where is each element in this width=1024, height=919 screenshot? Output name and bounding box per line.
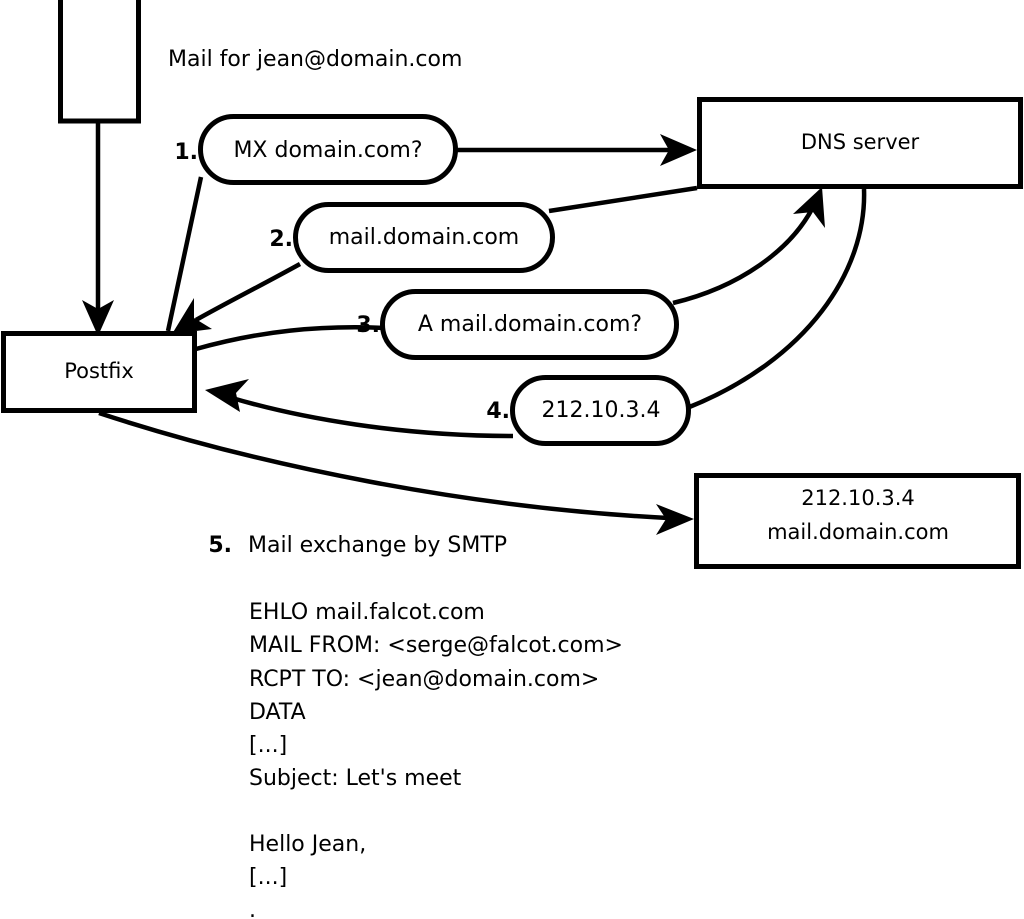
step-5-number: 5. [208,533,232,558]
step-4-number: 4. [486,399,510,424]
sender-node[interactable] [58,0,141,124]
connector-step4-dns-to-bubble4 [686,188,867,411]
connector-step3-postfix-to-bubble3 [195,325,387,352]
mail-server-hostname: mail.domain.com [767,520,949,544]
connector-step3-bubble3-to-dns [672,187,825,306]
smtp-line: Subject: Let's meet [249,766,462,791]
connector-step4-bubble4-to-postfix [205,379,514,439]
step-1-label: MX domain.com? [233,138,422,163]
dns-server-node[interactable]: DNS server [697,97,1023,189]
smtp-line: MAIL FROM: <serge@falcot.com> [249,633,623,658]
connector-step2-dns-to-bubble2 [548,185,698,214]
postfix-node[interactable]: Postfix [1,331,197,413]
step-2-bubble[interactable]: mail.domain.com [293,202,555,273]
connector-step1-bubble1-to-dns [457,134,697,166]
step-1-bubble[interactable]: MX domain.com? [198,114,458,185]
mail-server-node[interactable]: 212.10.3.4 mail.domain.com [694,473,1021,569]
smtp-line: DATA [249,700,306,725]
connector-sender-to-postfix [82,120,114,336]
connector-step2-bubble2-to-postfix [172,262,302,334]
step-4-bubble[interactable]: 212.10.3.4 [510,375,691,446]
mail-server-ip: 212.10.3.4 [801,486,915,510]
dns-server-label: DNS server [801,130,920,154]
connector-step1-postfix-to-bubble1 [165,176,204,332]
mail-for-caption: Mail for jean@domain.com [168,47,462,72]
step-4-label: 212.10.3.4 [542,398,661,423]
step-2-label: mail.domain.com [329,225,520,250]
step-1-number: 1. [174,140,198,165]
smtp-line: [...] [249,733,287,758]
smtp-line: EHLO mail.falcot.com [249,600,485,625]
smtp-line: RCPT TO: <jean@domain.com> [249,667,599,692]
connector-step5-postfix-to-mailserver [98,410,694,535]
smtp-line: . [249,898,256,919]
step-3-bubble[interactable]: A mail.domain.com? [380,289,679,360]
step-3-number: 3. [356,313,380,338]
step-2-number: 2. [269,227,293,252]
step-5-label: Mail exchange by SMTP [248,533,507,558]
smtp-line: Hello Jean, [249,832,366,857]
smtp-line: [...] [249,865,287,890]
postfix-label: Postfix [64,359,134,383]
step-3-label: A mail.domain.com? [418,312,642,337]
